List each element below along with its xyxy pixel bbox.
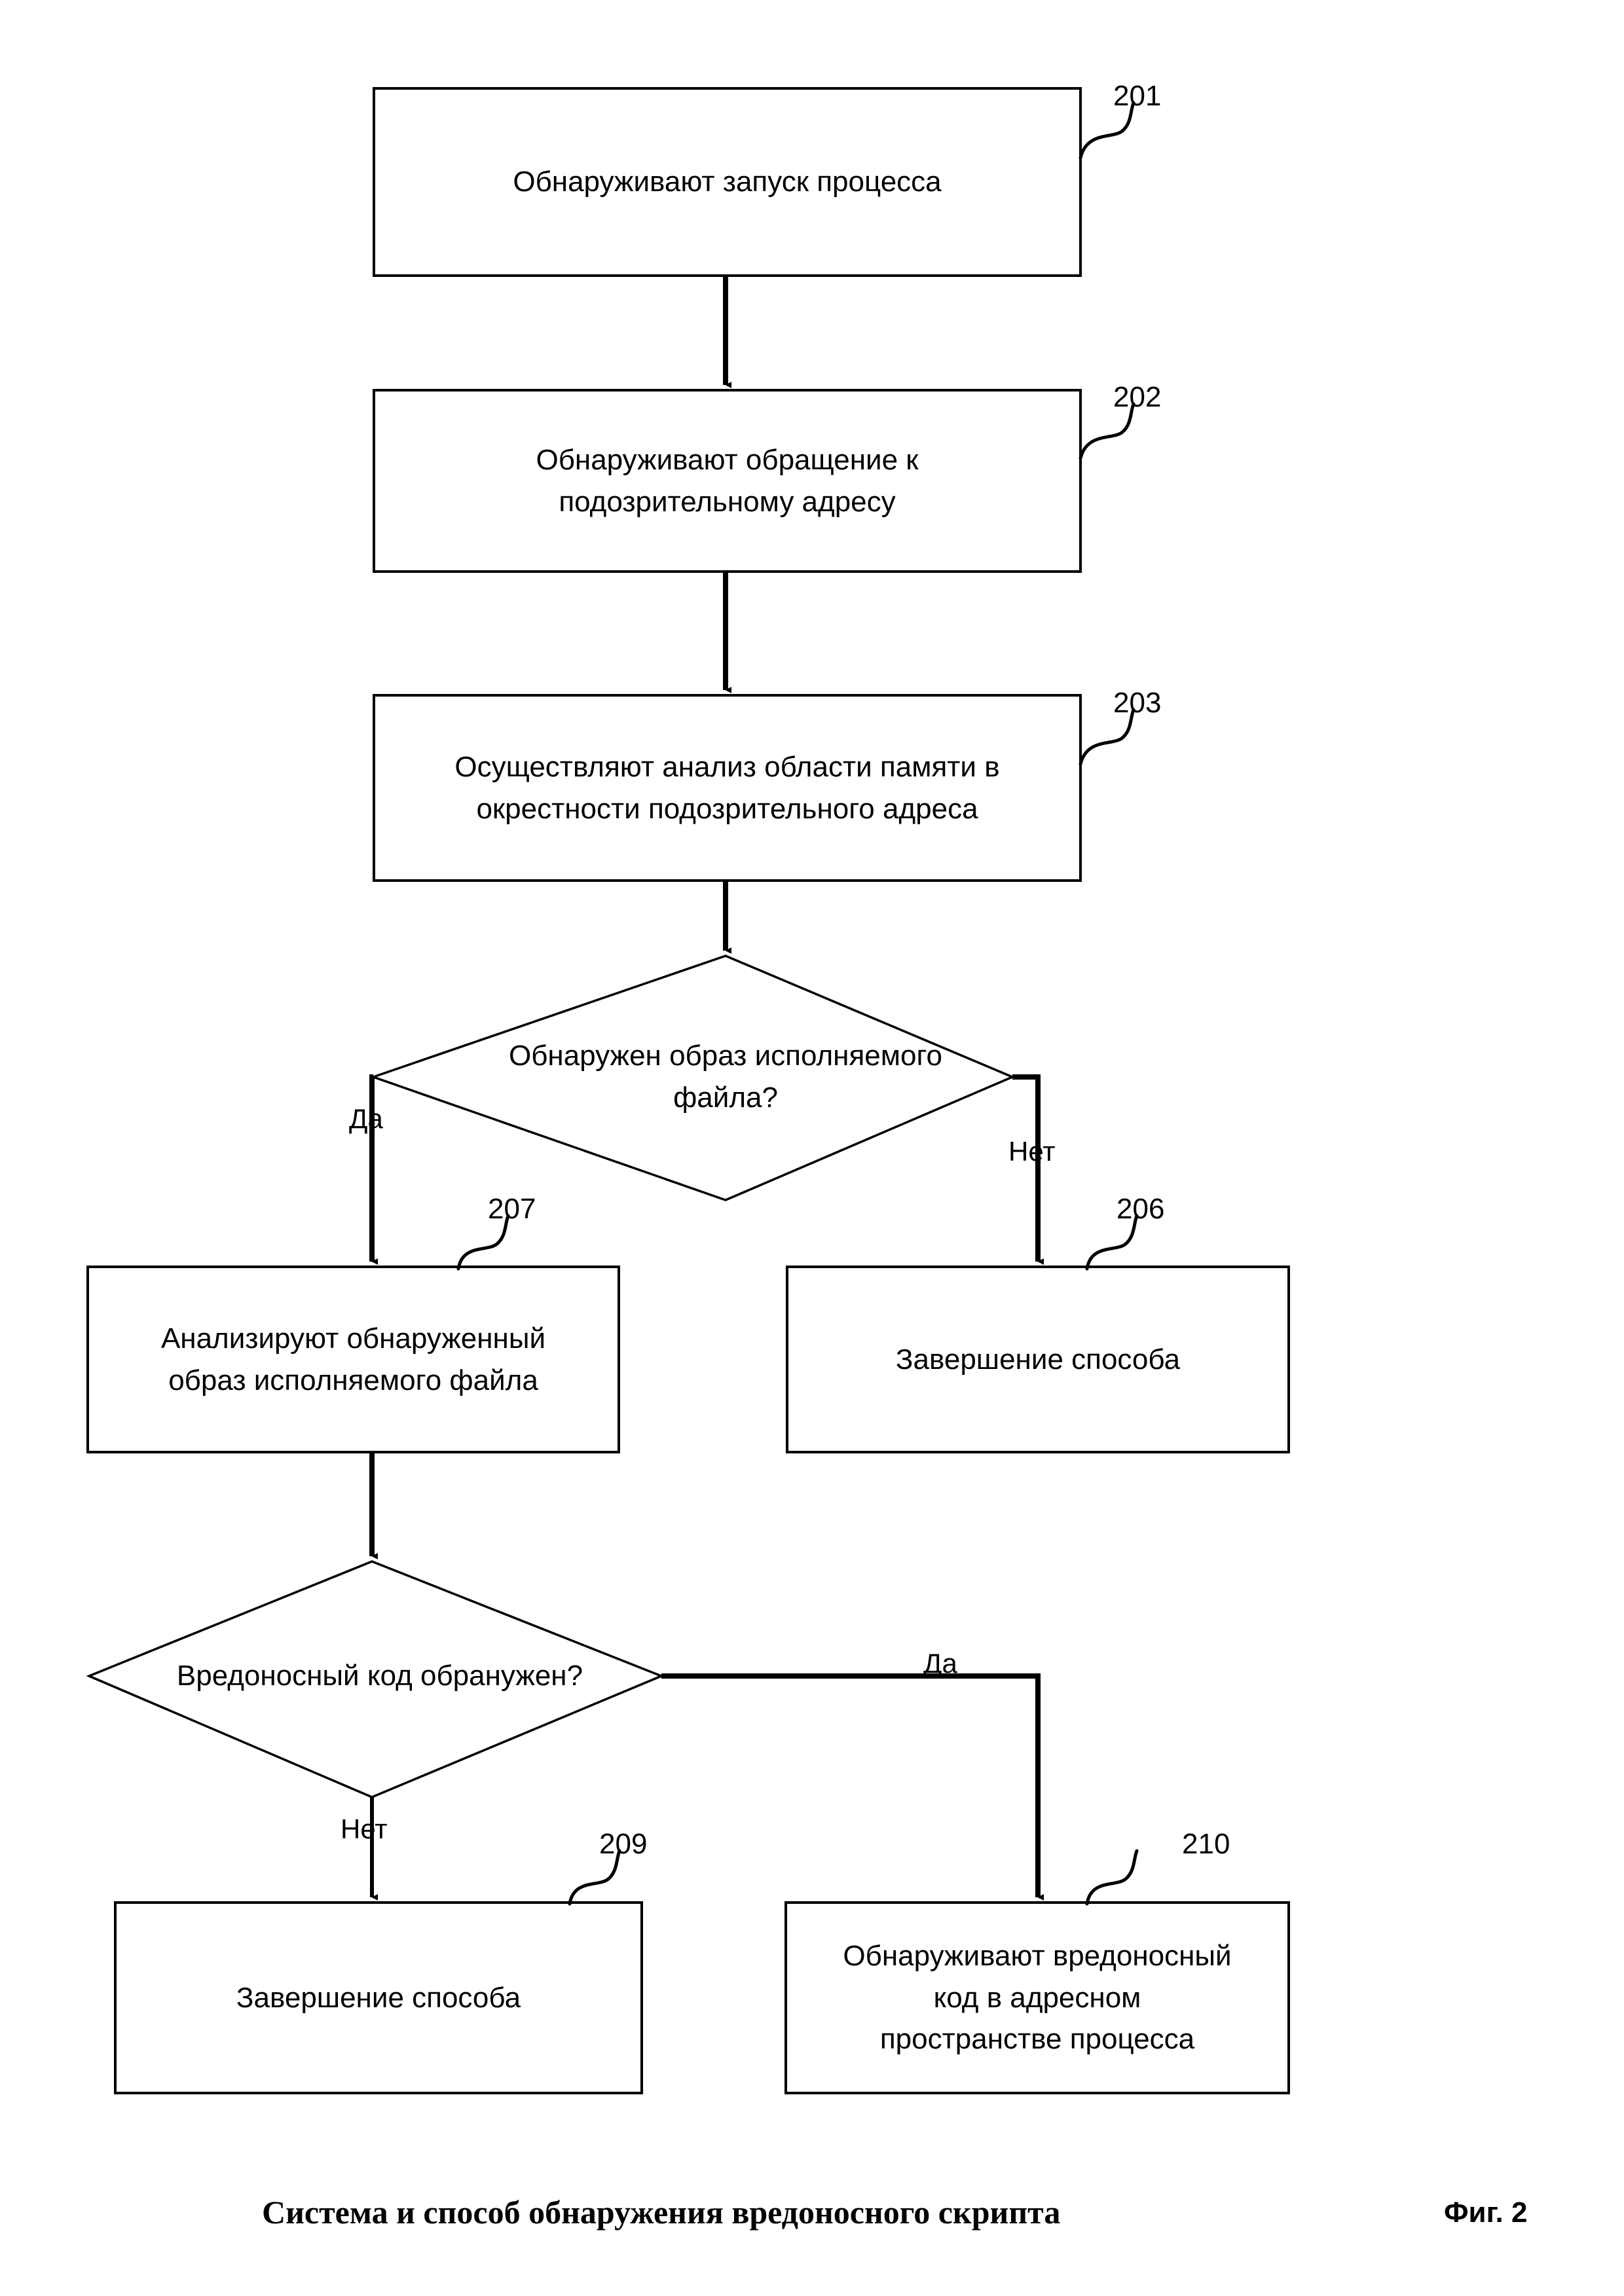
figure-label: Фиг. 2 xyxy=(1444,2196,1528,2229)
ref-numeral-206: 206 xyxy=(1116,1193,1165,1225)
ref-numeral-210: 210 xyxy=(1182,1828,1230,1860)
node-label-202: Обнаруживают обращение к подозрительному… xyxy=(536,443,919,518)
edge-label-204-yes: Да xyxy=(349,1103,383,1134)
ref-numeral-207: 207 xyxy=(488,1193,536,1225)
ref-numeral-203: 203 xyxy=(1113,687,1162,719)
node-label-207: Анализируют обнаруженный образ исполняем… xyxy=(160,1322,546,1396)
node-label-208: Вредоносный код обранужен? xyxy=(176,1660,583,1692)
node-label-206: Завершение способа xyxy=(895,1343,1181,1376)
figure-caption: Система и способ обнаружения вредоносног… xyxy=(262,2194,1061,2231)
leader-line-210 xyxy=(1085,1849,1139,1906)
ref-numeral-201: 201 xyxy=(1113,80,1162,112)
edge-label-204-no: Нет xyxy=(1008,1136,1056,1167)
ref-numeral-202: 202 xyxy=(1113,381,1162,413)
edge-label-208-no: Нет xyxy=(341,1813,388,1844)
node-label-201: Обнаруживают запуск процесса xyxy=(513,166,942,198)
ref-numeral-209: 209 xyxy=(599,1828,648,1860)
node-label-209: Завершение способа xyxy=(236,1981,521,2014)
connector-208-yes-210 xyxy=(661,1673,1044,1901)
edge-label-208-yes: Да xyxy=(923,1648,957,1679)
node-label-203: Осуществляют анализ области памяти в окр… xyxy=(454,750,1000,825)
node-label-204: Обнаружен образ исполняемого файла? xyxy=(508,1040,943,1114)
node-label-210: Обнаруживают вредоносный код в адресном … xyxy=(843,1939,1232,2056)
